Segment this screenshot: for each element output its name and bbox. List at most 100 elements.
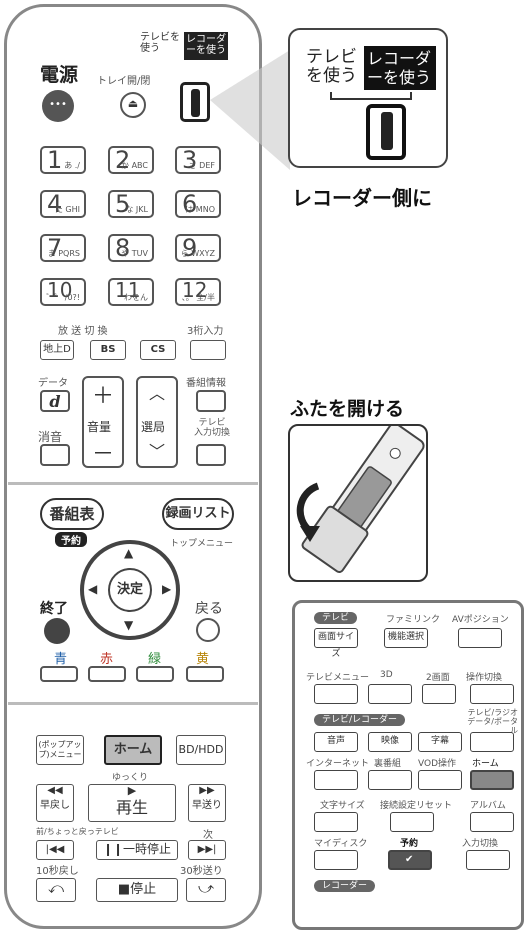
dpad-right-icon[interactable]: ▶ [162, 582, 172, 596]
guide-button[interactable]: 番組表 [40, 498, 104, 530]
volume-label: 音量 [87, 420, 112, 434]
screen-size-button[interactable]: 画面サイズ [314, 628, 358, 659]
zoom-switch [366, 104, 406, 160]
tv-menu-label: テレビメニュー [306, 673, 370, 683]
text-size-button[interactable] [314, 812, 358, 832]
album-button[interactable] [470, 812, 514, 832]
data-label: データ [38, 378, 68, 389]
3d-button[interactable] [368, 684, 412, 704]
op-switch-button[interactable] [470, 684, 514, 704]
broadcast-switch-label: 放 送 切 換 [58, 326, 108, 337]
zoom-connector [210, 50, 290, 170]
home-panel-button[interactable] [470, 770, 514, 790]
album-label: アルバム [470, 801, 506, 811]
play-icon: ▶ [127, 784, 137, 797]
channel-down-icon: ﹀ [148, 442, 165, 461]
dpad-up-icon[interactable]: ▲ [124, 546, 134, 560]
skip30-button[interactable]: ⤻ [186, 878, 226, 902]
digit3-button[interactable] [190, 340, 226, 360]
back-button[interactable] [196, 618, 220, 642]
reserve-check-icon: ✔ [405, 854, 414, 865]
vod-button[interactable] [418, 770, 462, 790]
mute-button[interactable] [40, 444, 70, 466]
tv-input-button[interactable] [196, 444, 226, 466]
lid-title: ふたを開ける [290, 398, 405, 420]
play-button[interactable]: ▶ 再生 [88, 784, 176, 822]
audio-button[interactable]: 音声 [314, 732, 358, 752]
tv-radio-label: テレビ/ラジオ データ/ポータル [467, 708, 518, 735]
prev-button[interactable]: |◀◀ [36, 840, 74, 860]
internet-button[interactable] [314, 770, 358, 790]
my-disk-button[interactable] [314, 850, 358, 870]
numkey-12[interactable]: 12、。 全/半 [175, 278, 221, 306]
two-screen-button[interactable] [422, 684, 456, 704]
tv-menu-button[interactable] [314, 684, 358, 704]
rewind-button[interactable]: ◀◀早戻し [36, 784, 74, 822]
power-button[interactable]: ••• [42, 90, 74, 122]
terrestrial-button[interactable]: 地上D [40, 340, 74, 360]
sub-channel-button[interactable] [368, 770, 412, 790]
zoom-tv-label: テレビを使う [306, 47, 357, 86]
op-switch-label: 操作切換 [466, 673, 503, 683]
bd-hdd-button[interactable]: BD/HDD [176, 735, 226, 765]
back10-button[interactable]: ⤺ [36, 878, 76, 902]
dpad-down-icon[interactable]: ▼ [124, 618, 134, 632]
input-switch-button[interactable] [466, 850, 510, 870]
red-button[interactable] [88, 666, 126, 682]
stop-icon: ■ [117, 882, 131, 897]
av-position-button[interactable] [458, 628, 502, 648]
next-button[interactable]: ▶▶| [188, 840, 226, 860]
video-button[interactable]: 映像 [368, 732, 412, 752]
blue-button[interactable] [40, 666, 78, 682]
two-screen-label: 2画面 [426, 673, 450, 683]
tv-radio-button[interactable] [470, 732, 514, 752]
dpad[interactable]: ▲ ▼ ◀ ▶ 決定 [80, 540, 180, 640]
yellow-button[interactable] [186, 666, 224, 682]
rec-list-button[interactable]: 録画リスト [162, 498, 234, 530]
back10-icon: ⤺ [47, 879, 65, 897]
channel-rocker[interactable]: ︿ 選局 ﹀ [136, 376, 178, 468]
exit-button[interactable] [44, 618, 70, 644]
blue-label: 青 [54, 652, 68, 667]
subtitle-button[interactable]: 字幕 [418, 732, 462, 752]
dpad-left-icon[interactable]: ◀ [88, 582, 98, 596]
familink-label: ファミリンク [386, 615, 441, 625]
popup-menu-button[interactable]: (ポップアップ)メニュー [36, 735, 84, 765]
yellow-label: 黄 [196, 652, 210, 667]
program-info-button[interactable] [196, 390, 226, 412]
home-button[interactable]: ホーム [104, 735, 162, 765]
tray-label: トレイ開/閉 [97, 76, 151, 87]
bs-button[interactable]: BS [90, 340, 126, 360]
reserve-button[interactable]: ✔ [388, 850, 432, 870]
enter-button[interactable]: 決定 [108, 568, 152, 612]
home-label: ホーム [472, 759, 499, 769]
stop-button[interactable]: ■停止 [96, 878, 178, 902]
vod-label: VOD操作 [418, 759, 457, 769]
pause-button[interactable]: ❙❙一時停止 [96, 840, 178, 860]
numkey-10[interactable]: 10゛゜ /0?! [40, 278, 86, 306]
conn-reset-button[interactable] [390, 812, 434, 832]
ffwd-button[interactable]: ▶▶早送り [188, 784, 226, 822]
volume-rocker[interactable]: ＋ 音量 － [82, 376, 124, 468]
cs-button[interactable]: CS [140, 340, 176, 360]
data-button[interactable]: d [40, 390, 70, 412]
func-select-button[interactable]: 機能選択 [384, 628, 428, 648]
skip30-icon: ⤻ [197, 879, 215, 897]
tag-tv: テレビ [314, 612, 358, 624]
switch-tv-label: テレビを使う [140, 32, 180, 54]
mode-switch[interactable] [180, 82, 210, 122]
ffwd-icon: ▶▶ [199, 785, 215, 796]
tag-recorder: レコーダー [314, 880, 376, 892]
tray-eject-button[interactable]: ⏏ [120, 92, 146, 118]
green-button[interactable] [136, 666, 174, 682]
